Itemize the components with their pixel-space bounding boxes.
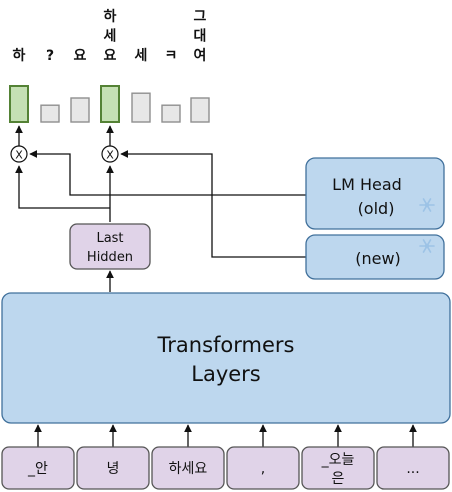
output-token-label: 요 [74, 48, 87, 64]
multiply-symbol: X [106, 149, 114, 162]
input-token-label: 녕 [107, 461, 120, 477]
arrow-hidden-to-mult1 [15, 165, 110, 209]
output-bar [100, 85, 120, 123]
lm-head-title: LM Head [332, 175, 402, 194]
input-token-box [76, 446, 150, 490]
input-token-box [376, 446, 450, 490]
output-token-label: 세 [135, 48, 148, 64]
arrow-lm-head-old-to-mult [29, 150, 306, 196]
lm-head-old-box: LM Head (old) [305, 157, 445, 230]
multiply-node-2: X [101, 145, 119, 163]
lm-head-new-box: (new) [305, 234, 445, 280]
last-hidden-line1: Last [96, 231, 123, 246]
input-token-box [151, 446, 225, 490]
arrow-lm-head-new-to-mult [120, 150, 306, 258]
last-hidden-box: Last Hidden [69, 223, 151, 270]
output-token-label: ㅋ [165, 48, 178, 64]
input-token-box [226, 446, 300, 490]
input-token-label: , [261, 461, 265, 477]
output-bar [40, 104, 60, 123]
multiply-node-1: X [10, 145, 28, 163]
snowflake-icon [419, 198, 435, 212]
input-token-label: 하세요 [169, 461, 208, 477]
transformers-title-line2: Layers [191, 362, 261, 386]
output-bar [131, 92, 151, 123]
output-bar [190, 97, 210, 123]
input-token-box [301, 446, 375, 490]
lm-head-new-tag: (new) [355, 249, 401, 268]
input-token-label: _안 [27, 461, 48, 477]
input-token-box [1, 446, 75, 490]
lm-head-old-tag: (old) [358, 199, 395, 218]
input-token-label: ... [406, 461, 419, 477]
output-token-label: ? [46, 48, 54, 64]
snowflake-icon [419, 239, 435, 253]
output-bar [70, 97, 90, 123]
multiply-symbol: X [15, 149, 23, 162]
last-hidden-line2: Hidden [87, 250, 133, 265]
output-token-label: 하 [13, 47, 26, 64]
transformers-layers-box: Transformers Layers [1, 292, 451, 424]
output-bar [161, 104, 181, 123]
output-bar [9, 85, 29, 123]
transformers-title-line1: Transformers [157, 333, 295, 357]
